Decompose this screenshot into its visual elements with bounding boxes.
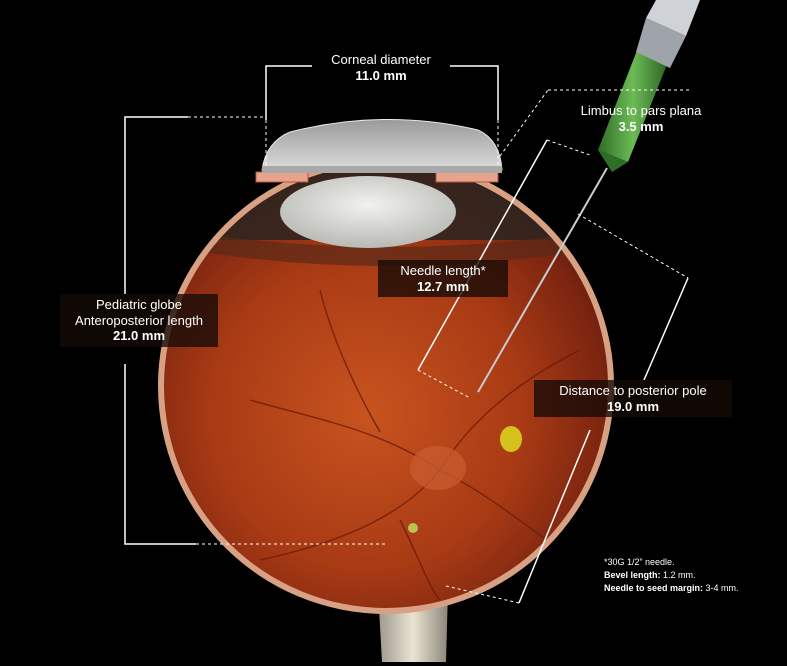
needle-hub	[598, 0, 700, 172]
footnote-margin: Needle to seed margin: 3-4 mm.	[604, 582, 739, 595]
corneal-diameter-label: Corneal diameter 11.0 mm	[312, 52, 450, 83]
posterior-pole-label: Distance to posterior pole 19.0 mm	[534, 380, 732, 417]
globe-length-value: 21.0 mm	[66, 328, 212, 344]
margin-label: Needle to seed margin:	[604, 583, 703, 593]
bevel-label: Bevel length:	[604, 570, 661, 580]
optic-disc	[410, 446, 466, 490]
posterior-pole-title: Distance to posterior pole	[540, 383, 726, 399]
ap-length-bracket	[125, 117, 188, 294]
iris-left	[256, 172, 308, 182]
lens	[280, 176, 456, 248]
globe-length-label: Pediatric globe Anteroposterior length 2…	[60, 294, 218, 347]
posterior-pole-value: 19.0 mm	[540, 399, 726, 415]
margin-value: 3-4 mm.	[703, 583, 739, 593]
limbus-value: 3.5 mm	[556, 119, 726, 135]
globe-title-line1: Pediatric globe	[66, 297, 212, 313]
posterior-bracket	[644, 278, 688, 380]
needle-length-value: 12.7 mm	[384, 279, 502, 295]
needle-footnote: *30G 1/2” needle. Bevel length: 1.2 mm. …	[604, 556, 739, 595]
iris-right	[436, 172, 498, 182]
corneal-bracket	[266, 66, 312, 120]
cornea	[262, 119, 502, 170]
seed	[500, 426, 522, 452]
needle-length-title: Needle length*	[384, 263, 502, 279]
globe-title-line2: Anteroposterior length	[66, 313, 212, 329]
corneal-diameter-title: Corneal diameter	[312, 52, 450, 68]
limbus-title: Limbus to pars plana	[556, 103, 726, 119]
footnote-bevel: Bevel length: 1.2 mm.	[604, 569, 739, 582]
bevel-value: 1.2 mm.	[661, 570, 696, 580]
corneal-diameter-value: 11.0 mm	[312, 68, 450, 84]
footnote-line1: *30G 1/2” needle.	[604, 556, 739, 569]
limbus-label: Limbus to pars plana 3.5 mm	[556, 103, 726, 134]
needle-length-label: Needle length* 12.7 mm	[378, 260, 508, 297]
limbus-dashed	[500, 90, 548, 156]
